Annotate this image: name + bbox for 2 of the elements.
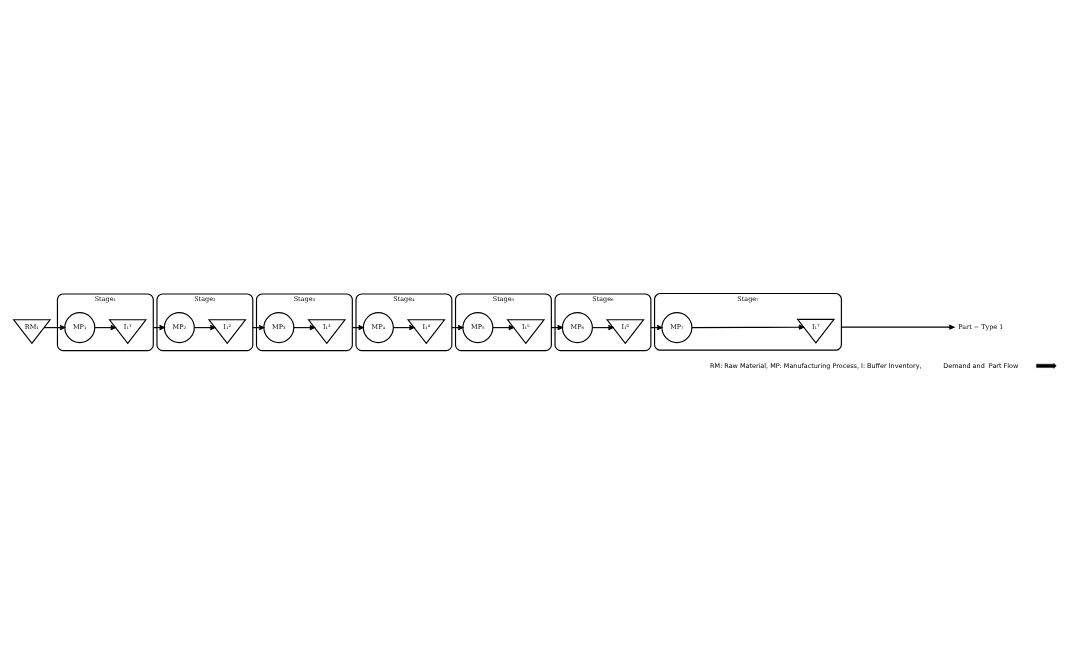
arrow [691, 324, 805, 330]
arrow [840, 324, 955, 330]
